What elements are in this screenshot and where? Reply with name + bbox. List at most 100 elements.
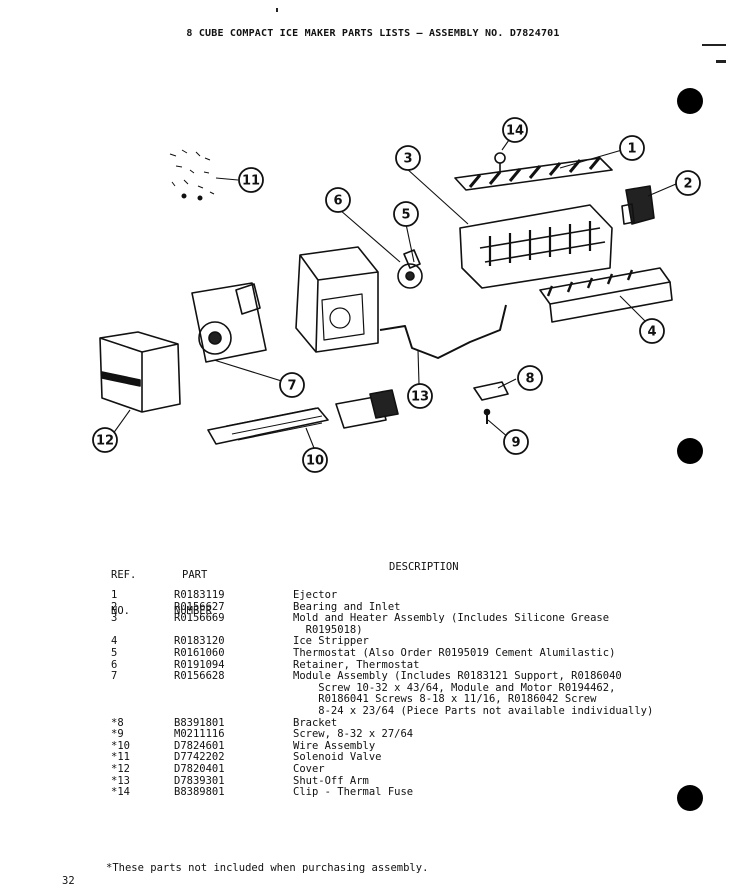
scan-mark (702, 44, 726, 46)
row-part-number: R0183120 (174, 635, 225, 648)
row-part-number: R0156627 (174, 600, 225, 613)
row-part-number: R0156628 (174, 670, 225, 683)
row-description: Mold and Heater Assembly (Includes Silic… (293, 612, 610, 625)
row-description: Solenoid Valve (293, 751, 382, 764)
row-description: Clip - Thermal Fuse (293, 786, 414, 799)
row-part-number: B8391801 (174, 716, 225, 729)
callout-7: 7 (279, 372, 305, 398)
callout-2: 2 (675, 170, 701, 196)
row-ref-number: 1 (111, 589, 118, 601)
ejector-part (454, 156, 613, 191)
row-description: Module Assembly (Includes R0183121 Suppo… (293, 670, 622, 683)
row-part-number: B8389801 (174, 786, 225, 799)
footnote: *These parts not included when purchasin… (106, 862, 429, 874)
row-description: Shut-Off Arm (293, 774, 369, 787)
svg-text:6: 6 (333, 194, 342, 209)
row-part-number: D7839301 (174, 774, 225, 787)
row-part-number: D7820401 (174, 763, 225, 775)
callout-11: 11 (238, 167, 264, 193)
screw-part (483, 408, 491, 424)
callout-5: 5 (393, 201, 419, 227)
svg-text:5: 5 (401, 208, 410, 223)
row-ref-number: 4 (111, 635, 118, 648)
page-number: 32 (62, 875, 75, 887)
page-title: 8 CUBE COMPACT ICE MAKER PARTS LISTS — A… (186, 28, 560, 39)
solenoid-valve-part (169, 149, 215, 201)
exploded-parts-diagram: 1 2 3 4 5 6 7 8 (92, 117, 701, 473)
module-housing-part (295, 246, 379, 353)
row-part-number: R0156669 (174, 612, 225, 625)
row-ref-number: 5 (111, 647, 118, 659)
row-description: Screw 10-32 x 43/64, Module and Motor R0… (293, 681, 616, 694)
row-part-number: M0211116 (174, 728, 225, 741)
callout-10: 10 (302, 447, 328, 473)
row-part-number: R0191094 (174, 658, 225, 671)
row-part-number: D7824601 (174, 739, 225, 752)
callout-1: 1 (619, 135, 645, 161)
svg-text:9: 9 (511, 436, 520, 451)
svg-text:3: 3 (403, 152, 412, 167)
row-description: R0195018) (293, 623, 363, 636)
row-description: R0186041 Screws 8-18 x 11/16, R0186042 S… (293, 693, 597, 706)
svg-text:2: 2 (683, 177, 692, 192)
row-ref-number: *11 (111, 751, 130, 764)
bearing-inlet-part (621, 185, 655, 225)
svg-text:13: 13 (411, 390, 429, 405)
row-ref-number: *12 (111, 763, 130, 775)
ref-column-header: REF. NO. (111, 545, 136, 641)
header-text: REF. (111, 569, 137, 581)
module-motor-part (191, 282, 267, 363)
part-column-header: PART NUMBER (174, 545, 212, 641)
callout-4: 4 (639, 318, 665, 344)
callout-14: 14 (502, 117, 528, 143)
header-text: PART (182, 569, 208, 581)
row-ref-number: 2 (111, 600, 118, 613)
row-description: Thermostat (Also Order R0195019 Cement A… (293, 647, 616, 659)
row-description: Bracket (293, 716, 338, 729)
callout-12: 12 (92, 427, 118, 453)
row-ref-number: 3 (111, 612, 118, 625)
row-ref-number: 7 (111, 670, 118, 683)
row-ref-number: *10 (111, 739, 130, 752)
shutoff-arm-part (379, 304, 507, 359)
svg-text:4: 4 (647, 325, 656, 340)
callout-13: 13 (407, 383, 433, 409)
svg-text:7: 7 (287, 379, 296, 394)
cover-part (99, 331, 181, 413)
scan-mark (716, 60, 726, 63)
wire-assembly-part (207, 389, 399, 445)
row-ref-number: *8 (111, 716, 124, 729)
svg-text:8: 8 (525, 372, 534, 387)
binder-hole-bottom (677, 785, 703, 811)
row-description: Cover (293, 763, 325, 775)
thermostat-part (397, 249, 423, 289)
callout-6: 6 (325, 187, 351, 213)
row-description: Wire Assembly (293, 739, 376, 752)
row-ref-number: *13 (111, 774, 130, 787)
callout-9: 9 (503, 429, 529, 455)
binder-hole-middle (677, 438, 703, 464)
row-description: Ice Stripper (293, 635, 369, 648)
header-text: NO. (111, 605, 130, 617)
binder-hole-top (677, 88, 703, 114)
row-description: Screw, 8-32 x 27/64 (293, 728, 414, 741)
mold-heater-part (459, 152, 613, 289)
row-description: Bearing and Inlet (293, 600, 401, 613)
row-ref-number: 6 (111, 658, 118, 671)
row-description: Retainer, Thermostat (293, 658, 420, 671)
row-part-number: R0161060 (174, 647, 225, 659)
description-column-header: DESCRIPTION (389, 561, 459, 573)
row-ref-number: *14 (111, 786, 130, 799)
svg-text:12: 12 (96, 434, 114, 449)
row-description: Ejector (293, 589, 338, 601)
callout-8: 8 (517, 365, 543, 391)
callout-3: 3 (395, 145, 421, 171)
ice-stripper-part (539, 267, 673, 323)
header-text: NUMBER (174, 605, 212, 617)
svg-text:14: 14 (506, 124, 524, 139)
bracket-part (473, 381, 509, 401)
row-part-number: R0183119 (174, 589, 225, 601)
svg-text:1: 1 (627, 142, 636, 157)
scan-mark (276, 8, 278, 12)
